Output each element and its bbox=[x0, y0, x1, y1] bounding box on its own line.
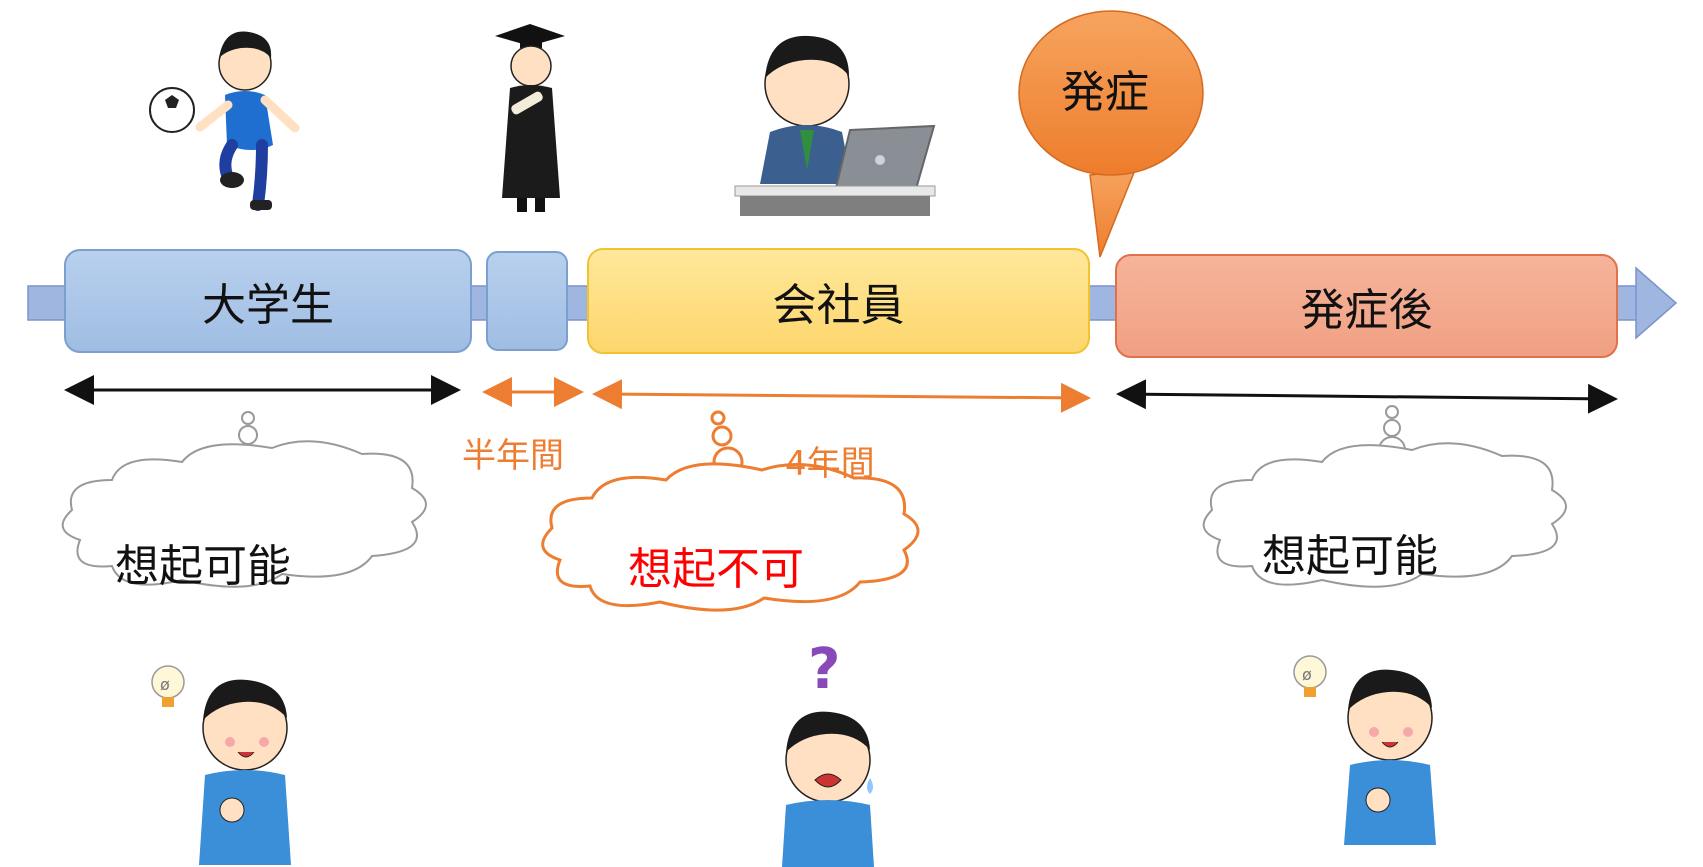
person-recalling-left bbox=[199, 679, 291, 865]
lightbulb-icon-right: ø bbox=[1293, 655, 1327, 697]
after-onset-duration-arrow bbox=[1116, 379, 1618, 414]
person-confused bbox=[782, 711, 874, 867]
phase-employee: 会社員 bbox=[587, 248, 1090, 354]
phase-university: 大学生 bbox=[64, 249, 472, 353]
phase-employee-label: 会社員 bbox=[772, 280, 905, 331]
graduate-icon bbox=[495, 24, 565, 212]
svg-text:?: ? bbox=[808, 637, 840, 702]
office-worker-icon bbox=[734, 35, 936, 216]
lightbulb-icon: ø bbox=[151, 665, 185, 707]
svg-text:ø: ø bbox=[1302, 665, 1312, 684]
phase-after-onset: 発症後 bbox=[1115, 254, 1618, 358]
phase-university-label: 大学生 bbox=[202, 280, 334, 331]
person-recalling-right bbox=[1344, 669, 1436, 845]
phase-gap-block bbox=[486, 251, 568, 351]
thought-after-onset-text: 想起可能 bbox=[1262, 531, 1438, 582]
four-year-duration-arrow bbox=[592, 379, 1091, 413]
thought-cloud-university bbox=[61, 411, 427, 588]
svg-text:ø: ø bbox=[160, 675, 170, 694]
thought-cloud-employee bbox=[541, 410, 920, 612]
question-mark-icon: ? bbox=[808, 637, 840, 702]
phase-after-onset-label: 発症後 bbox=[1300, 285, 1433, 336]
onset-bubble-label: 発症 bbox=[1061, 67, 1149, 118]
soccer-player-icon bbox=[149, 31, 300, 211]
onset-bubble-shape bbox=[1018, 10, 1204, 258]
four-years-label: 4年間 bbox=[785, 444, 875, 484]
half-year-label: 半年間 bbox=[462, 436, 564, 476]
thought-cloud-after-onset bbox=[1202, 405, 1567, 588]
thought-employee-text: 想起不可 bbox=[628, 544, 804, 595]
thought-university-text: 想起可能 bbox=[115, 541, 291, 592]
